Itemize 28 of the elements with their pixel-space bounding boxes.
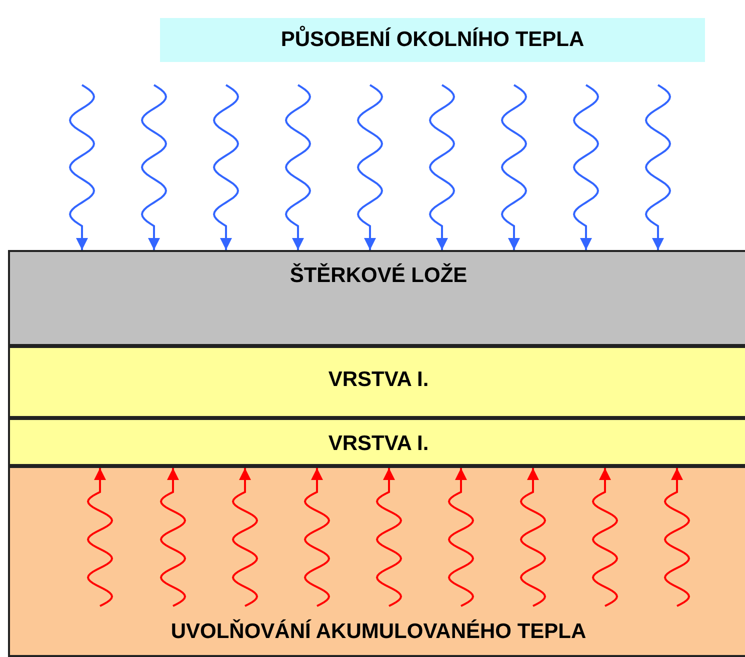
layer-label: VRSTVA I.	[328, 368, 429, 392]
wavy-arrow	[212, 84, 240, 250]
wavy-arrow	[304, 468, 330, 607]
layer-label: ŠTĚRKOVÉ LOŽE	[290, 264, 468, 288]
wavy-arrow	[356, 84, 384, 250]
soil-layer	[8, 346, 745, 418]
layer-label: VRSTVA I.	[328, 432, 429, 456]
soil-layer	[8, 418, 745, 466]
wavy-arrow	[86, 468, 114, 607]
wavy-arrow	[428, 84, 456, 250]
gravel-layer	[8, 250, 745, 346]
wavy-arrow	[160, 468, 186, 607]
wavy-arrow	[376, 468, 402, 607]
wavy-arrow	[664, 468, 690, 607]
heading-band	[160, 18, 705, 62]
wavy-arrow	[232, 468, 258, 607]
base-layer	[8, 466, 745, 657]
layer-label: UVOLŇOVÁNÍ AKUMULOVANÉHO TEPLA	[170, 620, 586, 644]
wavy-arrow	[500, 84, 528, 250]
wavy-arrow	[572, 84, 600, 250]
wavy-arrow	[140, 84, 168, 250]
wavy-arrow	[284, 84, 312, 250]
layer-label: PŮSOBENÍ OKOLNÍHO TEPLA	[280, 28, 584, 52]
wavy-arrow	[68, 84, 96, 250]
wavy-arrow	[592, 468, 618, 607]
wavy-arrow	[448, 468, 474, 607]
wavy-arrow	[644, 84, 672, 250]
wavy-arrow	[520, 468, 546, 607]
